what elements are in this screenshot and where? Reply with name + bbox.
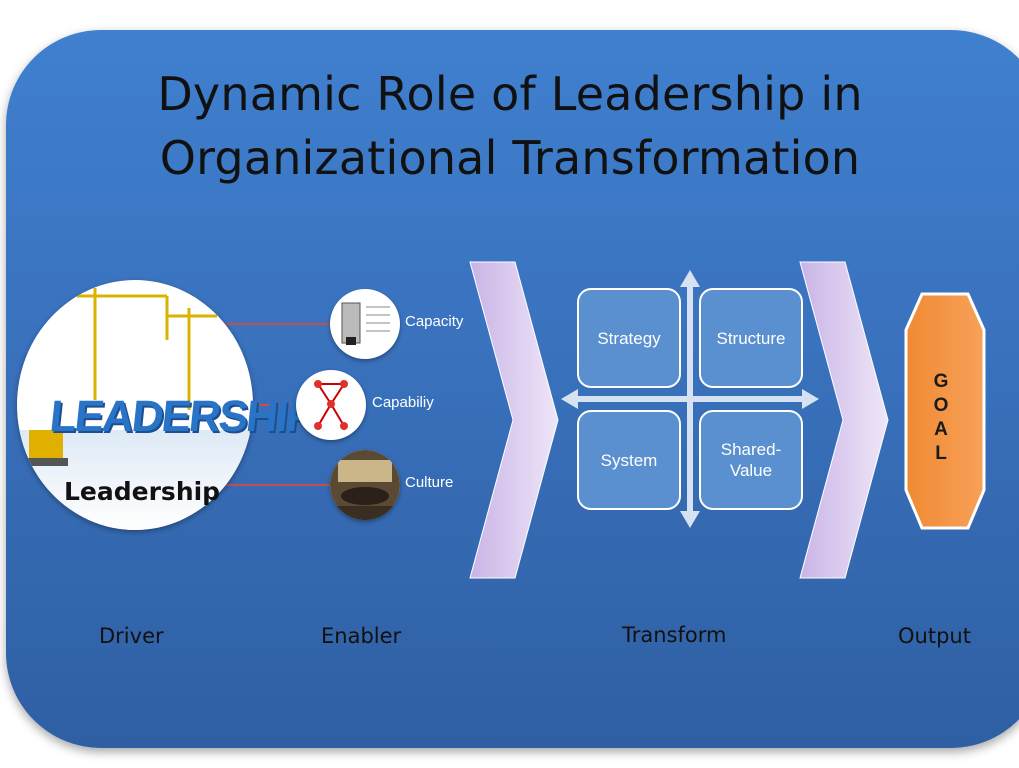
chevron-1 <box>469 261 559 579</box>
document-icon <box>341 302 390 345</box>
molecule-icon <box>314 380 348 430</box>
leadership-label: Leadership <box>64 477 221 506</box>
capability-image <box>296 370 366 440</box>
chevron-2 <box>799 261 889 579</box>
meeting-room-icon <box>330 450 400 520</box>
capacity-image <box>330 289 400 359</box>
diagram-title: Dynamic Role of Leadership in Organizati… <box>110 62 910 190</box>
box-shared-value: Shared- Value <box>699 410 803 510</box>
stage-driver: Driver <box>99 624 164 648</box>
connector-lines <box>226 323 332 486</box>
bulldozer-icon <box>29 430 63 460</box>
leadership-logo-text: LEADERSHIP <box>47 392 317 441</box>
leadership-image <box>17 288 253 530</box>
enabler-culture-label: Culture <box>405 474 454 491</box>
title-line-1: Dynamic Role of Leadership in <box>157 67 863 121</box>
stage-output: Output <box>898 624 971 648</box>
quadrant-arrows <box>561 270 819 528</box>
stage-enabler: Enabler <box>321 624 402 648</box>
box-strategy: Strategy <box>577 288 681 388</box>
goal-shape <box>904 292 986 530</box>
stage-transform: Transform <box>622 623 727 647</box>
culture-image <box>330 450 400 520</box>
enabler-capability-label: Capabiliy <box>372 394 434 411</box>
goal-letter: L <box>935 443 947 464</box>
box-system: System <box>577 410 681 510</box>
goal-letter: A <box>934 419 948 440</box>
box-structure: Structure <box>699 288 803 388</box>
goal-letter: G <box>933 371 949 392</box>
goal-label: G O A L <box>931 370 951 466</box>
enabler-capacity-label: Capacity <box>405 313 464 330</box>
crane-icon <box>77 288 217 410</box>
goal-letter: O <box>933 395 949 416</box>
title-line-2: Organizational Transformation <box>159 131 861 185</box>
